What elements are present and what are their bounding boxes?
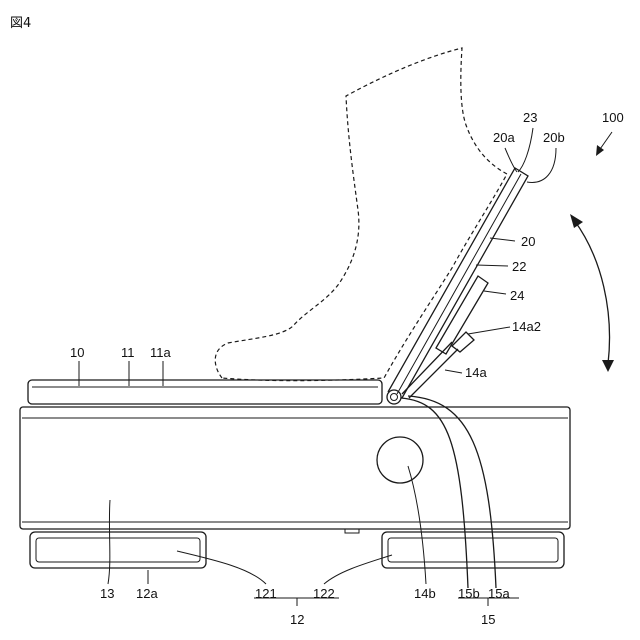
callout-15: 15 — [481, 612, 495, 627]
foot-outline — [215, 48, 507, 381]
callout-11a: 11a — [150, 345, 171, 360]
knob-14b — [377, 437, 423, 483]
callout-20a: 20a — [493, 130, 515, 145]
callout-100: 100 — [602, 110, 624, 125]
callout-122: 122 — [313, 586, 335, 601]
callout-14a2: 14a2 — [512, 319, 541, 334]
foot-121-inner — [36, 538, 200, 562]
callout-11: 11 — [121, 345, 135, 360]
callout-20b: 20b — [543, 130, 565, 145]
cable-15b — [401, 398, 468, 588]
hinge-inner — [391, 394, 398, 401]
hinge-outer — [387, 390, 401, 404]
part-14a2 — [452, 332, 474, 352]
callout-12a: 12a — [136, 586, 158, 601]
callout-10: 10 — [70, 345, 84, 360]
pedal-inner-line — [397, 174, 521, 394]
callout-20: 20 — [521, 234, 535, 249]
rotation-arrow-head-top — [570, 214, 583, 228]
callout-14a: 14a — [465, 365, 487, 380]
callout-12: 12 — [290, 612, 304, 627]
callout-15b: 15b — [458, 586, 480, 601]
main-body-13 — [20, 407, 570, 529]
callout-13: 13 — [100, 586, 114, 601]
arrow-100-head — [596, 145, 604, 156]
callout-23: 23 — [523, 110, 537, 125]
pedal-plate-20 — [388, 168, 528, 398]
rotation-arrow-head-bottom — [602, 360, 614, 372]
foot-122 — [382, 532, 564, 568]
upper-plate-11 — [28, 380, 382, 404]
callout-121: 121 — [255, 586, 277, 601]
callout-24: 24 — [510, 288, 524, 303]
foot-122-inner — [388, 538, 558, 562]
callout-15a: 15a — [488, 586, 510, 601]
rotation-arrow — [574, 220, 610, 364]
part-24 — [436, 276, 488, 354]
callout-14b: 14b — [414, 586, 436, 601]
cable-15a — [408, 396, 496, 588]
foot-121 — [30, 532, 206, 568]
callout-22: 22 — [512, 259, 526, 274]
